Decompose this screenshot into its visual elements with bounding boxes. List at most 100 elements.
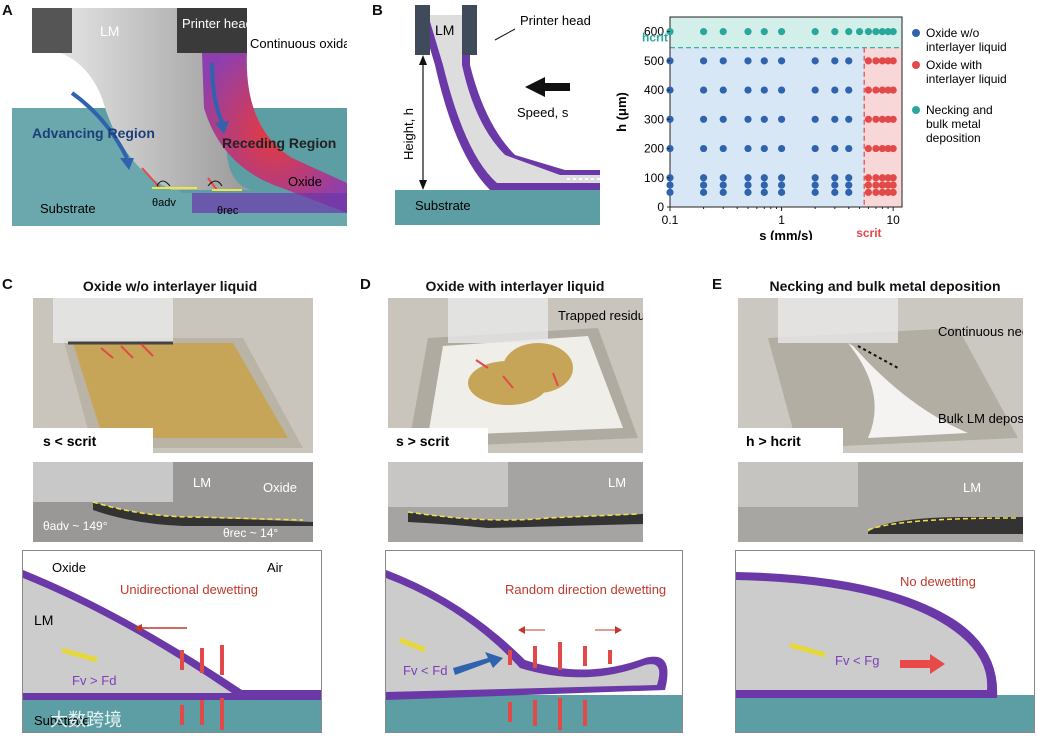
data-point-blue xyxy=(666,181,674,189)
data-point-red xyxy=(864,86,873,94)
data-point-blue xyxy=(831,115,839,123)
data-point-red xyxy=(878,57,886,65)
e-no-dewet-label: No dewetting xyxy=(900,574,976,589)
data-point-blue xyxy=(845,144,853,153)
data-point-red xyxy=(889,144,897,153)
data-point-blue xyxy=(666,188,674,196)
data-point-red xyxy=(889,188,897,196)
data-point-blue xyxy=(811,144,819,153)
data-point-red xyxy=(878,188,886,196)
a-theta-rec: θrec xyxy=(217,205,239,217)
legend-marker xyxy=(912,106,920,114)
y-tick-label: 0 xyxy=(657,200,664,214)
c-theta-adv: θadv ~ 149° xyxy=(43,519,108,533)
legend-marker xyxy=(912,61,920,69)
data-point-teal xyxy=(811,28,819,36)
data-point-red xyxy=(878,115,886,123)
data-point-red xyxy=(884,174,892,182)
data-point-blue xyxy=(811,188,819,196)
panel-d-micrograph: LM xyxy=(388,462,643,542)
data-point-teal xyxy=(855,28,864,36)
y-tick-label: 200 xyxy=(644,142,664,156)
x-tick-label: 0.1 xyxy=(662,213,679,227)
data-point-blue xyxy=(777,144,786,153)
data-point-blue xyxy=(760,57,768,65)
s-crit-label: scrit xyxy=(856,226,881,240)
data-point-blue xyxy=(719,174,727,182)
b-lm-label: LM xyxy=(435,22,454,38)
a-lm-label: LM xyxy=(100,23,119,39)
y-tick-label: 600 xyxy=(644,25,664,39)
c-dewet-label: Unidirectional dewetting xyxy=(120,582,258,597)
data-point-red xyxy=(889,174,897,182)
data-point-teal xyxy=(719,28,727,36)
data-point-blue xyxy=(744,115,752,123)
legend-label: bulk metal xyxy=(926,117,981,131)
data-point-blue xyxy=(777,174,786,182)
data-point-red xyxy=(884,144,892,153)
e-necking-label: Continuous necking xyxy=(938,324,1023,339)
data-point-teal xyxy=(699,28,708,36)
data-point-blue xyxy=(831,86,839,94)
c-condition: s < scrit xyxy=(43,433,97,449)
data-point-teal xyxy=(744,28,752,36)
c-theta-rec: θrec ~ 14° xyxy=(223,526,278,540)
data-point-blue xyxy=(831,144,839,153)
data-point-red xyxy=(864,57,873,65)
data-point-blue xyxy=(845,86,853,94)
data-point-red xyxy=(889,57,897,65)
panel-c-schematic: Oxide Air LM Unidirectional dewetting Fv… xyxy=(22,550,322,733)
data-point-blue xyxy=(845,115,853,123)
data-point-blue xyxy=(719,188,727,196)
x-tick-label: 1 xyxy=(778,213,785,227)
data-point-blue xyxy=(760,86,768,94)
panel-a-diagram: LM Printer head Continuous oxidation Adv… xyxy=(12,8,347,226)
data-point-blue xyxy=(699,181,708,189)
x-tick-label: 10 xyxy=(886,213,900,227)
data-point-blue xyxy=(831,188,839,196)
c-air-label: Air xyxy=(267,560,284,575)
panel-b-letter: B xyxy=(372,2,383,19)
c-oxide-label: Oxide xyxy=(263,480,297,495)
data-point-blue xyxy=(777,181,786,189)
data-point-red xyxy=(878,181,886,189)
y-tick-label: 400 xyxy=(644,83,664,97)
data-point-blue xyxy=(699,86,708,94)
data-point-teal xyxy=(884,28,892,36)
data-point-red xyxy=(872,115,880,123)
data-point-teal xyxy=(864,28,873,36)
data-point-red xyxy=(864,188,873,196)
data-point-red xyxy=(864,181,873,189)
data-point-blue xyxy=(811,115,819,123)
legend-label: Oxide w/o xyxy=(926,26,980,40)
d-lm-label: LM xyxy=(608,475,626,490)
c-lm-label-2: LM xyxy=(34,612,53,628)
a-receding-label: Receding Region xyxy=(222,135,336,151)
data-point-teal xyxy=(845,28,853,36)
panel-d-title: Oxide with interlayer liquid xyxy=(425,278,605,294)
a-printer-head: Printer head xyxy=(182,16,253,31)
data-point-red xyxy=(878,144,886,153)
data-point-blue xyxy=(777,57,786,65)
legend-marker xyxy=(912,29,920,37)
d-dewet-label: Random direction dewetting xyxy=(505,582,666,597)
a-oxide-label: Oxide xyxy=(288,174,322,189)
data-point-blue xyxy=(777,115,786,123)
data-point-teal xyxy=(872,28,880,36)
data-point-red xyxy=(884,188,892,196)
data-point-blue xyxy=(845,188,853,196)
e-bulk-label: Bulk LM deposition xyxy=(938,411,1023,426)
data-point-blue xyxy=(719,181,727,189)
e-force-label: Fv < Fg xyxy=(835,653,879,668)
data-point-red xyxy=(872,181,880,189)
data-point-teal xyxy=(777,28,786,36)
a-theta-adv: θadv xyxy=(152,197,176,209)
data-point-teal xyxy=(760,28,768,36)
data-point-blue xyxy=(811,57,819,65)
c-force-label: Fv > Fd xyxy=(72,673,116,688)
panel-d-letter: D xyxy=(360,276,371,293)
data-point-blue xyxy=(831,181,839,189)
y-tick-label: 300 xyxy=(644,112,664,126)
data-point-teal xyxy=(878,28,886,36)
data-point-red xyxy=(872,174,880,182)
